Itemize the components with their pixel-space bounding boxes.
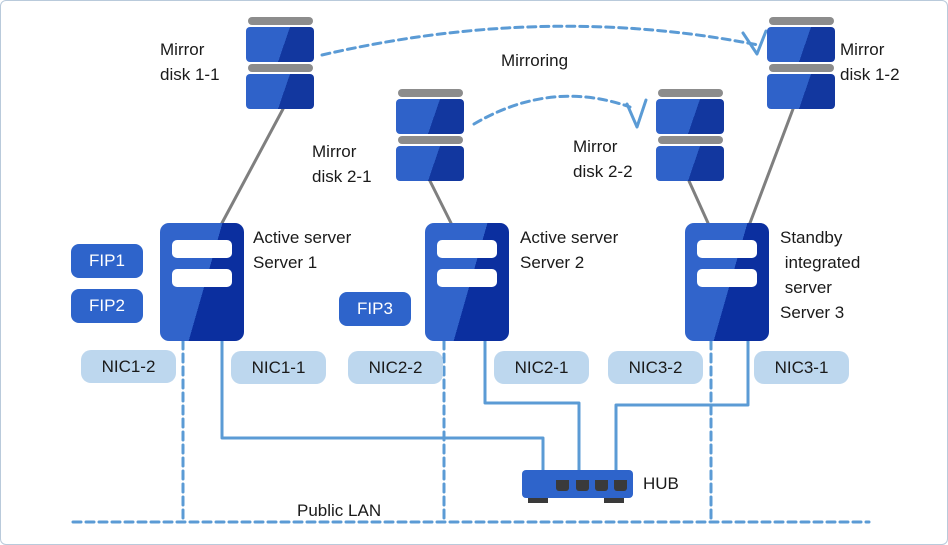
server-3-icon [685,223,769,341]
mirroring-label: Mirroring [501,51,569,70]
server-slot [172,269,232,287]
nic3-1-badge: NIC3-1 [754,351,849,384]
hub-port [614,480,627,491]
fip3-badge: FIP3 [339,292,411,326]
disk22-server3-line [687,179,710,225]
disk-cap [657,89,723,97]
server-1-label: Active server Server 1 [253,228,352,272]
server-2-icon [425,223,509,341]
mirror-disk-2-1-label: Mirror disk 2-1 [312,142,372,186]
disk-body [246,27,314,62]
nic3-2-badge: NIC3-2 [608,351,703,384]
mirror-disk-2-1-icon [396,89,464,183]
hub-label: HUB [643,474,679,493]
nic2-1-badge: NIC2-1 [494,351,589,384]
server-slot [697,240,757,258]
disk-body [246,74,314,109]
disk-body [396,146,464,181]
disk-cap [397,136,463,144]
mirror-disk-2-2-label: Mirror disk 2-2 [573,137,633,181]
public-lan-label: Public LAN [297,501,382,520]
mirror-disk-2-2-icon [656,89,724,183]
mirroring-arrowhead-1 [741,29,768,56]
disk-cap [397,89,463,97]
disk-body [767,74,835,109]
nic2-1-hub-line [483,339,581,472]
hub-port [595,480,608,491]
hub-port [556,480,569,491]
disk11-server1-line [220,107,285,225]
hub-port [576,480,589,491]
server-3-label: Standby integrated server Server 3 [780,228,861,322]
disk-body [656,146,724,181]
disk-cap [247,17,313,25]
hub-foot [604,498,624,503]
fip1-badge: FIP1 [71,244,143,278]
mirroring-arrowhead-2 [625,98,648,129]
server-2-label: Active server Server 2 [520,228,619,272]
disk12-server3-line [748,107,795,225]
mirroring-arc-1 [320,24,760,57]
disk-body [656,99,724,134]
disk-cap [657,136,723,144]
disk-cap [247,64,313,72]
nic1-1-hub-line [220,339,545,472]
nic2-2-badge: NIC2-2 [348,351,443,384]
server-1-icon [160,223,244,341]
disk-body [767,27,835,62]
mirror-disk-1-1-icon [246,17,314,111]
hub-icon [522,470,633,503]
disk21-server2-line [428,179,453,225]
server-slot [172,240,232,258]
disk-body [396,99,464,134]
server-slot [437,240,497,258]
server-slot [437,269,497,287]
mirroring-arc-2 [472,94,632,126]
mirror-disk-1-2-label: Mirror disk 1-2 [840,40,900,84]
server-slot [697,269,757,287]
nic3-2-hub-line [614,339,750,472]
nic1-2-badge: NIC1-2 [81,350,176,383]
mirror-disk-1-1-label: Mirror disk 1-1 [160,40,220,84]
fip2-badge: FIP2 [71,289,143,323]
hub-foot [528,498,548,503]
nic1-1-badge: NIC1-1 [231,351,326,384]
disk-cap [768,17,834,25]
mirror-disk-1-2-icon [767,17,835,111]
disk-cap [768,64,834,72]
